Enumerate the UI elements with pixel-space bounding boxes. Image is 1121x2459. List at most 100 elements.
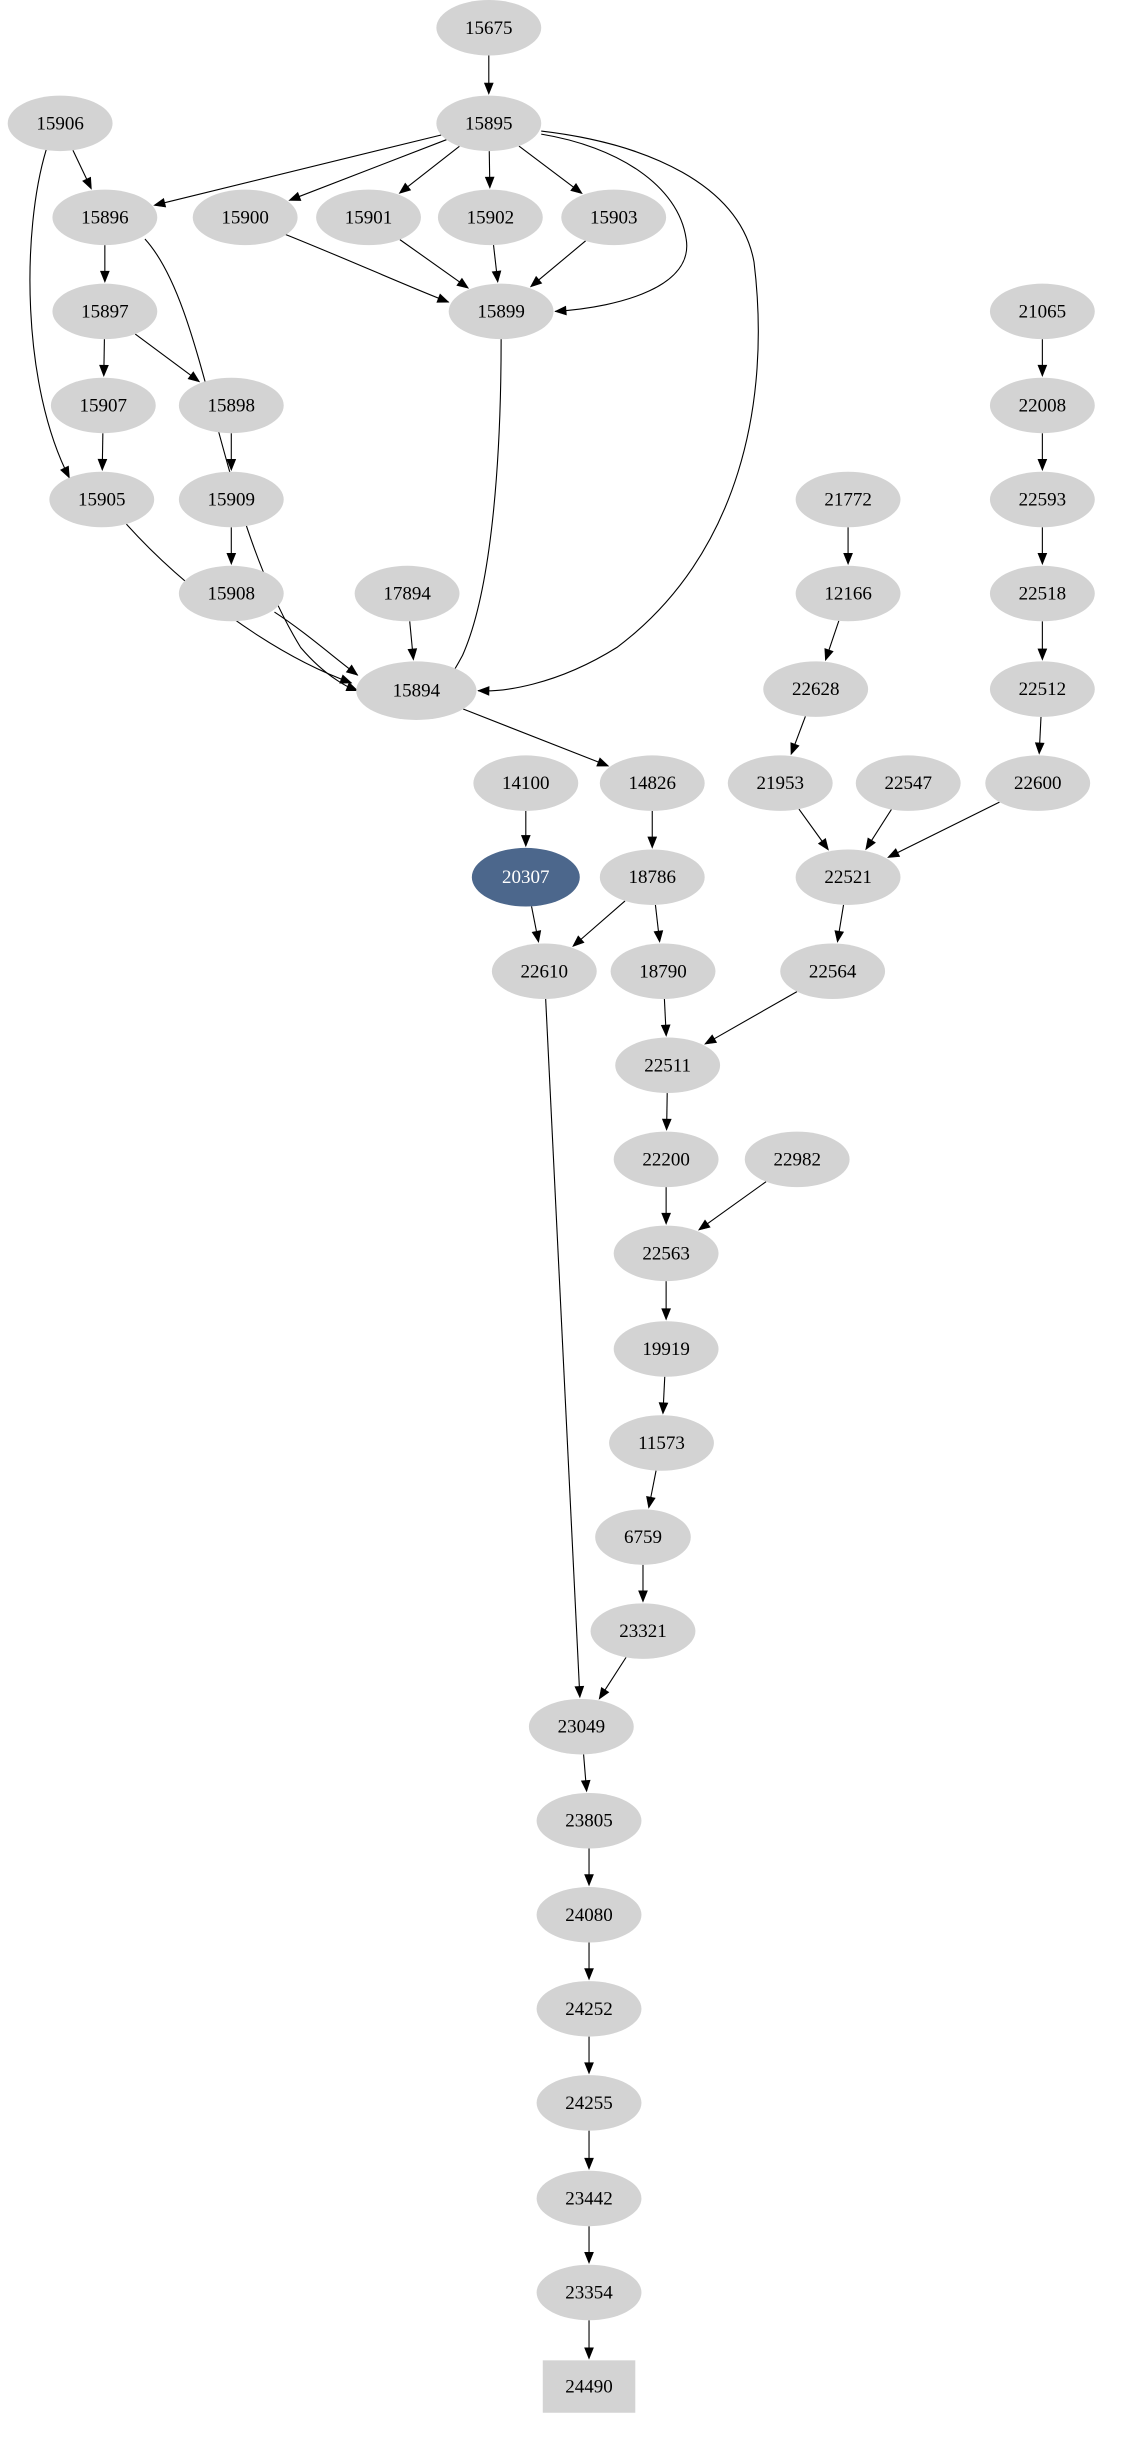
node-shape-ellipse[interactable] (610, 943, 716, 1000)
node-shape-ellipse[interactable] (599, 849, 705, 905)
graph-node-23321[interactable]: 23321 (590, 1603, 696, 1659)
node-shape-ellipse[interactable] (599, 755, 705, 811)
graph-node-22547[interactable]: 22547 (855, 755, 961, 811)
node-shape-ellipse[interactable] (985, 755, 1091, 811)
node-shape-ellipse[interactable] (744, 1131, 850, 1188)
node-shape-ellipse[interactable] (536, 1981, 642, 2037)
node-shape-ellipse[interactable] (536, 2264, 642, 2321)
graph-node-20307[interactable]: 20307 (471, 847, 580, 907)
graph-node-22563[interactable]: 22563 (613, 1225, 719, 1282)
graph-node-15897[interactable]: 15897 (52, 283, 158, 340)
graph-node-18790[interactable]: 18790 (610, 943, 716, 1000)
graph-node-21953[interactable]: 21953 (727, 755, 833, 811)
node-shape-ellipse[interactable] (178, 377, 284, 434)
node-shape-rect[interactable] (542, 2360, 636, 2413)
graph-node-22564[interactable]: 22564 (780, 943, 886, 1000)
node-shape-ellipse[interactable] (473, 755, 579, 811)
graph-node-15898[interactable]: 15898 (178, 377, 284, 434)
node-shape-ellipse[interactable] (7, 95, 113, 152)
graph-node-22200[interactable]: 22200 (613, 1131, 719, 1188)
node-shape-ellipse[interactable] (49, 471, 155, 528)
node-shape-ellipse[interactable] (780, 943, 886, 1000)
graph-node-15906[interactable]: 15906 (7, 95, 113, 152)
node-shape-ellipse[interactable] (795, 849, 901, 905)
graph-node-22518[interactable]: 22518 (989, 565, 1095, 622)
graph-node-15909[interactable]: 15909 (178, 471, 284, 528)
graph-node-24252[interactable]: 24252 (536, 1981, 642, 2037)
graph-node-24255[interactable]: 24255 (536, 2075, 642, 2131)
graph-node-19919[interactable]: 19919 (613, 1321, 719, 1377)
graph-node-22982[interactable]: 22982 (744, 1131, 850, 1188)
node-shape-ellipse[interactable] (609, 1415, 714, 1471)
node-shape-ellipse[interactable] (561, 189, 667, 246)
node-shape-ellipse[interactable] (528, 1698, 634, 1755)
graph-node-14100[interactable]: 14100 (473, 755, 579, 811)
node-shape-ellipse[interactable] (471, 847, 580, 907)
graph-node-22600[interactable]: 22600 (985, 755, 1091, 811)
node-shape-ellipse[interactable] (536, 2075, 642, 2131)
node-shape-ellipse[interactable] (989, 471, 1095, 528)
node-shape-ellipse[interactable] (855, 755, 961, 811)
graph-node-22511[interactable]: 22511 (615, 1037, 721, 1094)
node-shape-ellipse[interactable] (354, 565, 460, 622)
node-shape-ellipse[interactable] (52, 283, 158, 340)
node-shape-ellipse[interactable] (436, 95, 542, 152)
graph-node-24490[interactable]: 24490 (542, 2360, 636, 2413)
node-shape-ellipse[interactable] (989, 661, 1095, 717)
node-shape-ellipse[interactable] (590, 1603, 696, 1659)
graph-node-15901[interactable]: 15901 (316, 189, 421, 246)
graph-node-17894[interactable]: 17894 (354, 565, 460, 622)
node-shape-ellipse[interactable] (613, 1131, 719, 1188)
graph-node-22628[interactable]: 22628 (763, 661, 869, 717)
node-shape-ellipse[interactable] (437, 189, 543, 246)
graph-node-15895[interactable]: 15895 (436, 95, 542, 152)
graph-node-22512[interactable]: 22512 (989, 661, 1095, 717)
graph-node-15675[interactable]: 15675 (436, 0, 542, 56)
graph-node-6759[interactable]: 6759 (595, 1509, 691, 1565)
node-shape-ellipse[interactable] (50, 377, 156, 434)
node-shape-ellipse[interactable] (795, 471, 901, 528)
graph-node-15899[interactable]: 15899 (448, 283, 554, 340)
node-shape-ellipse[interactable] (178, 565, 284, 622)
graph-node-23049[interactable]: 23049 (528, 1698, 634, 1755)
node-shape-ellipse[interactable] (536, 2170, 642, 2227)
node-shape-ellipse[interactable] (613, 1321, 719, 1377)
graph-node-15894[interactable]: 15894 (356, 661, 477, 720)
node-shape-ellipse[interactable] (989, 283, 1095, 340)
node-shape-ellipse[interactable] (536, 1887, 642, 1943)
node-shape-ellipse[interactable] (178, 471, 284, 528)
graph-node-15907[interactable]: 15907 (50, 377, 156, 434)
graph-node-21065[interactable]: 21065 (989, 283, 1095, 340)
graph-node-23354[interactable]: 23354 (536, 2264, 642, 2321)
graph-node-22008[interactable]: 22008 (989, 377, 1095, 434)
graph-node-22521[interactable]: 22521 (795, 849, 901, 905)
node-shape-ellipse[interactable] (491, 943, 597, 1000)
graph-node-23442[interactable]: 23442 (536, 2170, 642, 2227)
node-shape-ellipse[interactable] (316, 189, 421, 246)
node-shape-ellipse[interactable] (989, 377, 1095, 434)
node-shape-ellipse[interactable] (448, 283, 554, 340)
node-shape-ellipse[interactable] (436, 0, 542, 56)
graph-node-21772[interactable]: 21772 (795, 471, 901, 528)
graph-node-23805[interactable]: 23805 (536, 1792, 642, 1849)
graph-node-18786[interactable]: 18786 (599, 849, 705, 905)
graph-node-15905[interactable]: 15905 (49, 471, 155, 528)
graph-node-22610[interactable]: 22610 (491, 943, 597, 1000)
node-shape-ellipse[interactable] (536, 1792, 642, 1849)
graph-node-11573[interactable]: 11573 (609, 1415, 714, 1471)
node-shape-ellipse[interactable] (192, 189, 298, 246)
node-shape-ellipse[interactable] (356, 661, 477, 720)
graph-node-14826[interactable]: 14826 (599, 755, 705, 811)
node-shape-ellipse[interactable] (52, 189, 158, 246)
node-shape-ellipse[interactable] (989, 565, 1095, 622)
graph-node-15908[interactable]: 15908 (178, 565, 284, 622)
node-shape-ellipse[interactable] (595, 1509, 691, 1565)
graph-node-24080[interactable]: 24080 (536, 1887, 642, 1943)
node-shape-ellipse[interactable] (727, 755, 833, 811)
node-shape-ellipse[interactable] (795, 565, 901, 622)
graph-node-12166[interactable]: 12166 (795, 565, 901, 622)
graph-node-15902[interactable]: 15902 (437, 189, 543, 246)
graph-node-15896[interactable]: 15896 (52, 189, 158, 246)
graph-node-15900[interactable]: 15900 (192, 189, 298, 246)
graph-node-15903[interactable]: 15903 (561, 189, 667, 246)
